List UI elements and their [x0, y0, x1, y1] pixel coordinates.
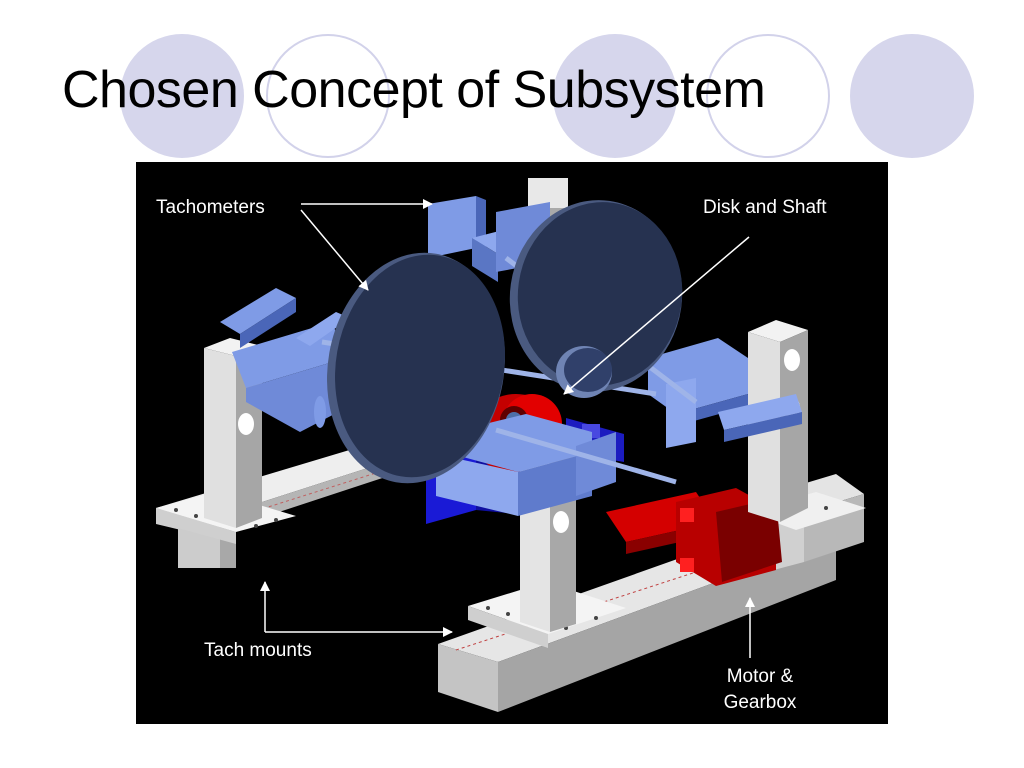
subsystem-render-figure: Tachometers Disk and Shaft Tach mounts M… [136, 162, 888, 724]
subsystem-render-illustration [156, 178, 866, 712]
left-disk [314, 252, 505, 484]
decorative-circle [266, 34, 390, 158]
motor-gearbox-label-line1: Motor & [726, 666, 794, 687]
disk-and-shaft-label: Disk and Shaft [703, 197, 827, 218]
front-tachometer [436, 414, 616, 516]
decorative-circle [850, 34, 974, 158]
slide-title: Chosen Concept of Subsystem [62, 61, 766, 119]
motor-gearbox-label: Motor & Gearbox [702, 664, 818, 716]
right-disk [509, 200, 683, 398]
decorative-circle [553, 34, 677, 158]
tachometers-label: Tachometers [156, 197, 265, 218]
motor-gearbox-label-line2: Gearbox [723, 692, 797, 713]
callout-arrows [260, 199, 755, 658]
decorative-circle [120, 34, 244, 158]
right-rear-post [748, 320, 808, 522]
tach-mounts-label: Tach mounts [204, 640, 312, 661]
motor-and-gearbox [606, 488, 782, 586]
decorative-circle [706, 34, 830, 158]
